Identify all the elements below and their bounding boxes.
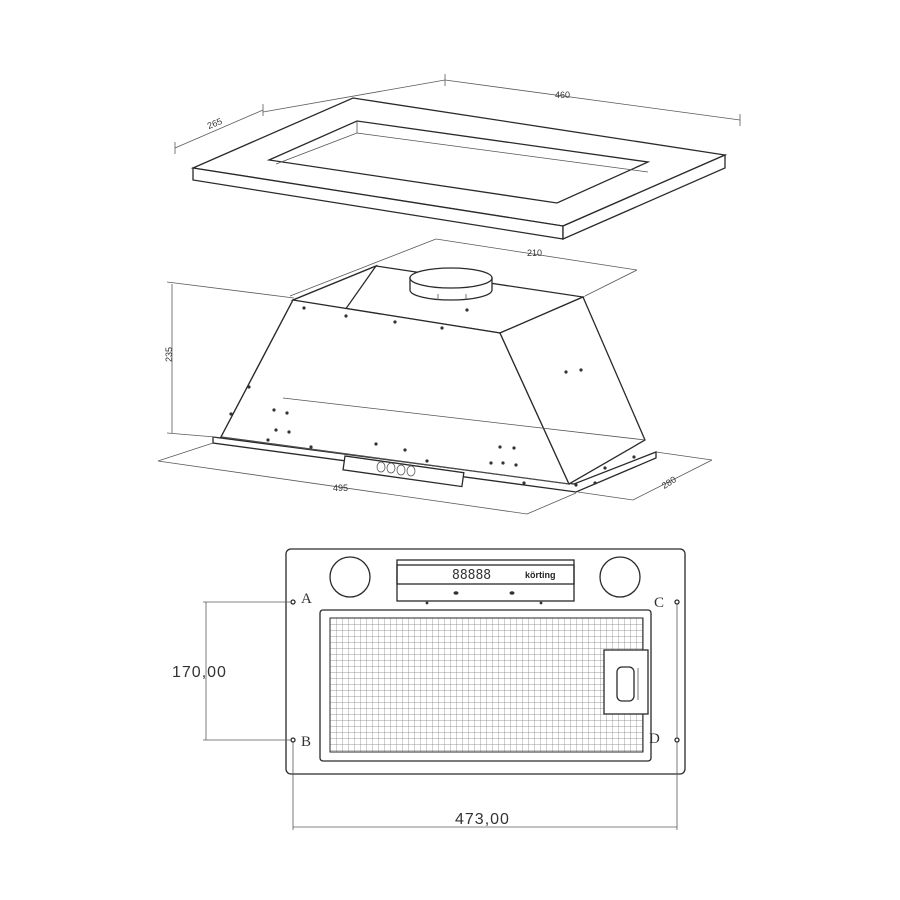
control-strip: [342, 455, 465, 488]
hood-body: [212, 264, 657, 493]
lamp-left: [329, 556, 371, 598]
front-view-outline: [285, 548, 686, 775]
frame-width-label: 460: [555, 90, 570, 100]
grease-filter-mesh: [329, 617, 644, 753]
point-b-marker: [290, 737, 296, 743]
lamp-right: [599, 556, 641, 598]
display-strip: [396, 564, 575, 585]
point-spacing-dimension: 170,00: [172, 601, 291, 741]
brand-logo: körting: [525, 570, 556, 580]
point-d-marker: [674, 737, 680, 743]
point-c-label: C: [654, 595, 664, 611]
height-dimension-label: 235: [164, 347, 174, 362]
point-d-label: D: [649, 731, 660, 747]
depth-dimension-label: 280: [660, 474, 678, 490]
filter-handle: [616, 666, 635, 702]
frame-inner-edge: [275, 132, 358, 165]
front-view: 88888 körting A B C D: [285, 548, 686, 775]
point-width-dimension: 473,00: [292, 742, 678, 830]
duct-collar-top: [409, 267, 493, 289]
filter-frame: [319, 609, 652, 762]
frame-depth-label: 265: [206, 116, 224, 131]
mounting-frame: [190, 97, 728, 240]
point-b-label: B: [301, 734, 311, 750]
filter-handle-plate: [603, 649, 649, 715]
point-a-label: A: [301, 591, 312, 607]
duct-dimension: 210: [289, 238, 638, 297]
point-c-marker: [674, 599, 680, 605]
duct-dimension-label: 210: [527, 248, 542, 258]
point-width-label: 473,00: [455, 811, 510, 828]
frame-width-dimension: 460: [262, 74, 741, 126]
width-dimension-label: 495: [333, 483, 348, 493]
hood-screws: [229, 306, 636, 487]
display-digits: 88888: [452, 568, 491, 583]
point-a-marker: [290, 599, 296, 605]
frame-inner-opening: [266, 120, 651, 204]
height-dimension: 235: [164, 281, 295, 438]
width-dimension: 495: [157, 442, 577, 515]
frame-right-face: [562, 154, 726, 240]
point-spacing-label: 170,00: [172, 664, 227, 681]
